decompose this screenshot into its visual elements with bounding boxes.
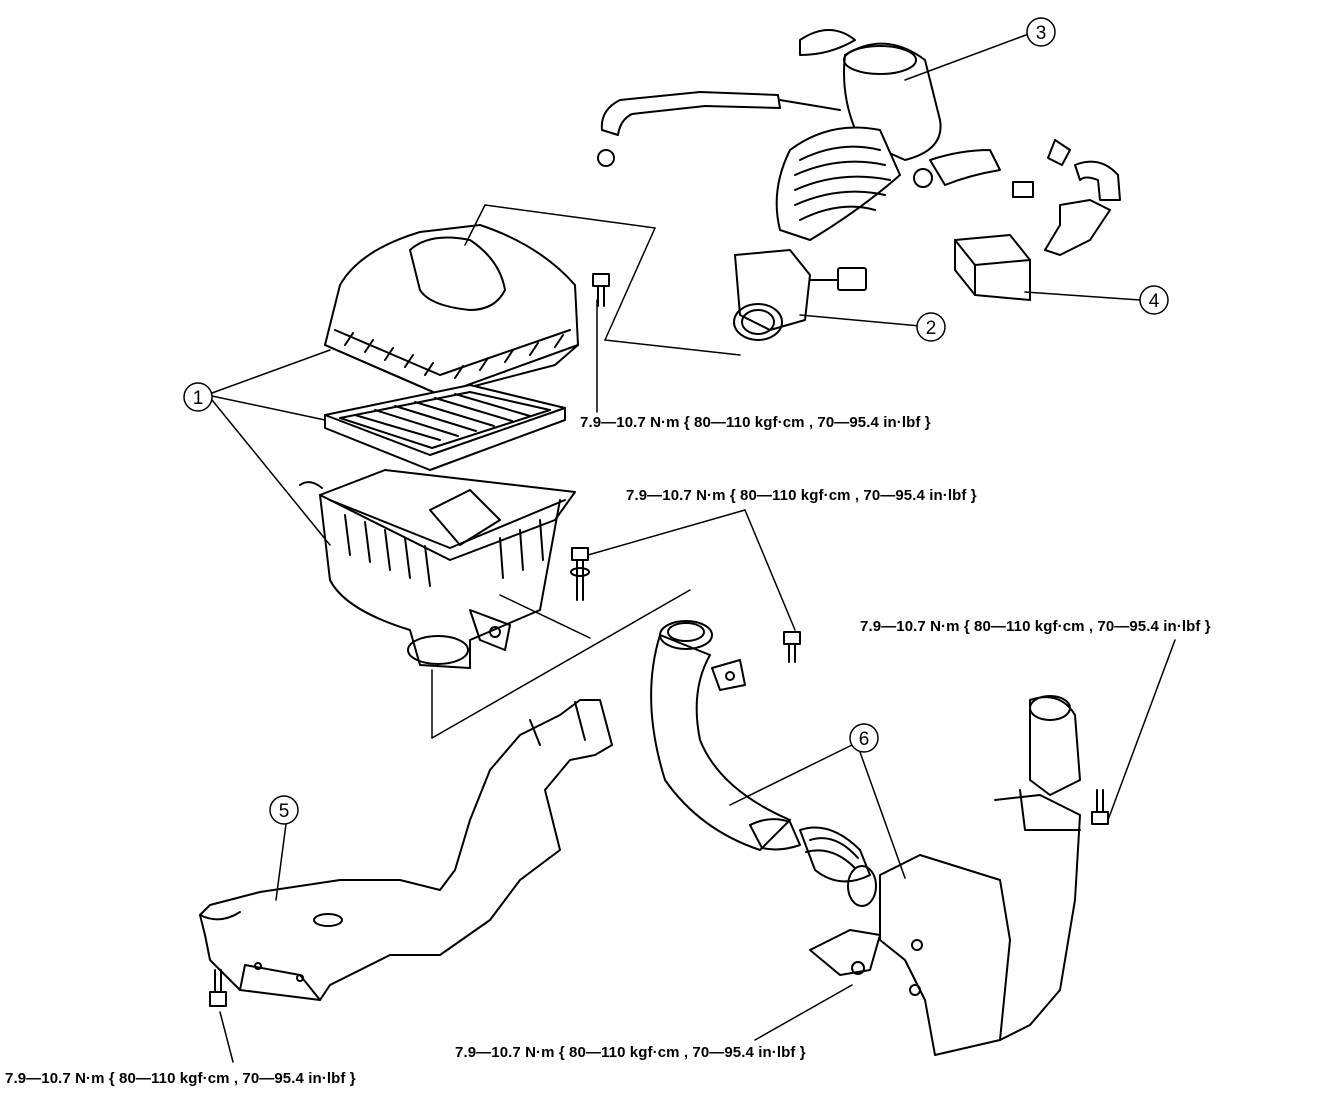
callout-4-label: 4: [1149, 291, 1160, 312]
torque-spec-label: 7.9—10.7 N·m { 80—110 kgf·cm , 70—95.4 i…: [580, 414, 931, 431]
bolt-icon: [209, 969, 227, 1007]
intake-resonator-4: [954, 160, 1121, 301]
air-guide-5: [199, 699, 613, 1001]
connecting-lines-top: [464, 204, 741, 356]
air-cleaner-cover: [324, 224, 579, 396]
callout-6-leaders: [729, 744, 906, 879]
resonator-chamber: [809, 695, 1081, 1056]
connecting-lines-bottom-left: [431, 589, 691, 739]
callout-4: 4: [1139, 285, 1169, 315]
intake-hose-3: [597, 29, 1071, 241]
callout-1-leaders: [211, 349, 331, 546]
bolt-icon: [570, 547, 590, 601]
air-cleaner-case: [299, 469, 576, 669]
callout-6: 6: [849, 723, 879, 753]
bolt-icon: [1091, 789, 1109, 825]
torque-spec-label: 7.9—10.7 N·m { 80—110 kgf·cm , 70—95.4 i…: [5, 1070, 356, 1087]
air-flow-meter: [733, 249, 867, 341]
air-intake-pipe-6: [650, 620, 877, 907]
callout-3-label: 3: [1036, 23, 1047, 44]
callout-2: 2: [916, 312, 946, 342]
torque-spec-label: 7.9—10.7 N·m { 80—110 kgf·cm , 70—95.4 i…: [626, 487, 977, 504]
callout-5-label: 5: [279, 801, 290, 822]
bolts: [209, 273, 1109, 1007]
air-filter-element: [324, 384, 566, 471]
callout-6-label: 6: [859, 729, 870, 750]
callout-leaders: [275, 34, 1141, 901]
bolt-icon: [592, 273, 610, 307]
callout-3: 3: [1026, 17, 1056, 47]
callout-5: 5: [269, 795, 299, 825]
torque-spec-label: 7.9—10.7 N·m { 80—110 kgf·cm , 70—95.4 i…: [455, 1044, 806, 1061]
bolt-icon: [783, 631, 801, 663]
callout-1: 1: [183, 382, 213, 412]
callout-1-label: 1: [193, 388, 204, 409]
torque-spec-label: 7.9—10.7 N·m { 80—110 kgf·cm , 70—95.4 i…: [860, 618, 1211, 635]
torque-leaders: [219, 299, 1176, 1063]
callout-2-label: 2: [926, 318, 937, 339]
